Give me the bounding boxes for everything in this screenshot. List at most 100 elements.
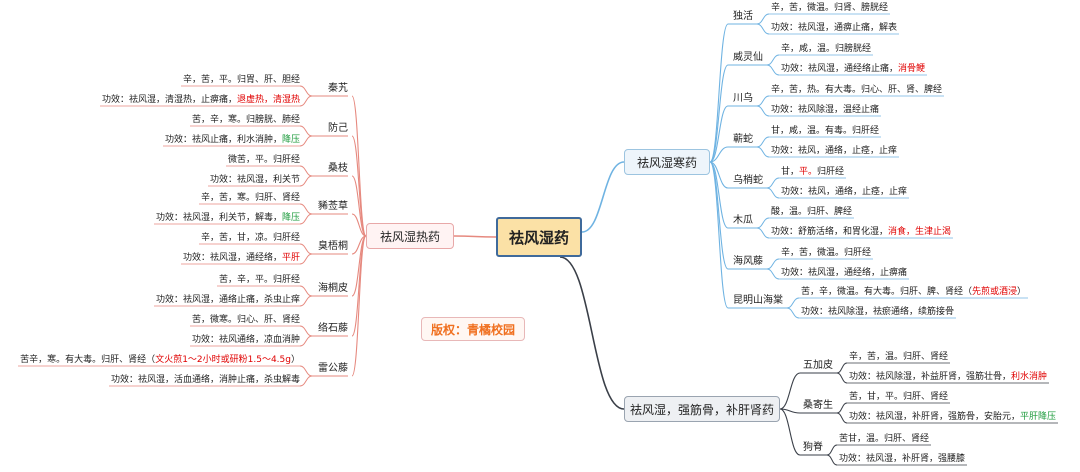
text-fragment: 苦，辛，微温。有大毒。归肝、脾、肾经（	[801, 287, 973, 297]
text-fragment: 功效：祛风湿，通经络止痛，	[781, 64, 899, 74]
herb-name[interactable]: 狗脊	[803, 442, 823, 453]
link-strong-herb	[779, 372, 801, 410]
herb-property: 辛，苦，微温。归肝经	[781, 247, 871, 259]
link-herb-effect	[299, 95, 313, 107]
herb-name[interactable]: 五加皮	[803, 360, 833, 371]
text-fragment: ）	[1017, 287, 1027, 297]
herb-name[interactable]: 海风藤	[733, 256, 763, 267]
link-herb-effect	[299, 175, 313, 187]
text-fragment: 文火煎1～2小时或研粉1.5～4.5g	[155, 355, 291, 365]
branch-cold-herbs[interactable]: 祛风湿寒药	[624, 149, 710, 175]
text-fragment: 辛，咸，温。归膀胱经	[781, 44, 872, 54]
herb-name[interactable]: 络石藤	[318, 323, 348, 334]
link-herb-effect	[299, 213, 313, 225]
text-fragment: 苦，辛，寒。归膀胱、肺经	[191, 115, 300, 125]
link-center-cold	[581, 161, 625, 233]
link-cold-herb	[709, 161, 729, 270]
herb-effect: 功效：祛风湿，通经络，止痹痛	[781, 267, 907, 279]
herb-effect: 功效：祛风湿，利关节，解毒，降压	[156, 212, 300, 224]
link-strong-herb	[779, 408, 801, 414]
link-herb-prop	[836, 402, 848, 414]
link-hot-herb	[351, 135, 367, 237]
text-fragment: 消食，生津止渴	[888, 227, 952, 237]
herb-property: 酸，温。归肝、脾经	[771, 206, 852, 218]
herb-effect: 功效：祛风止痛，利水消肿，降压	[165, 134, 300, 146]
link-herb-effect	[299, 295, 313, 307]
herb-effect: 功效：舒筋活络，和胃化湿，消食，生津止渴	[771, 226, 951, 238]
herb-effect: 功效：祛风除湿，祛瘀通络，续筋接骨	[801, 306, 954, 318]
text-fragment: 归肝经	[817, 167, 845, 177]
link-herb-effect	[299, 375, 313, 387]
herb-property: 辛，苦，微温。归肾、膀胱经	[771, 2, 888, 14]
herb-name[interactable]: 海桐皮	[318, 283, 348, 294]
branch-hot-herbs[interactable]: 祛风湿热药	[366, 223, 454, 249]
text-fragment: 辛，苦，甘，凉。归肝经	[200, 233, 300, 243]
herb-name[interactable]: 独活	[733, 11, 753, 22]
herb-effect: 功效：祛风湿，补肝肾，强筋骨，安胎元，平肝降压	[849, 411, 1056, 423]
text-fragment: 苦甘，温。归肝、肾经	[839, 434, 930, 444]
herb-property: 苦，微寒。归心、肝、肾经	[192, 314, 300, 326]
herb-name[interactable]: 威灵仙	[733, 52, 763, 63]
link-herb-prop	[756, 95, 770, 107]
link-herb-effect	[826, 454, 838, 466]
herb-effect: 功效：祛风湿，通经络止痛，消骨鲠	[781, 63, 925, 75]
link-herb-prop	[756, 13, 770, 25]
link-herb-prop	[299, 165, 313, 177]
link-herb-prop	[826, 444, 838, 456]
herb-name[interactable]: 豨莶草	[318, 201, 348, 212]
herb-name[interactable]: 桑寄生	[803, 400, 833, 411]
text-fragment: 功效：祛风湿，通络止痛，杀虫止痒	[155, 295, 300, 305]
herb-property: 辛，咸，温。归膀胱经	[781, 43, 871, 55]
herb-property: 辛，苦，热。有大毒。归心、肝、肾、脾经	[771, 84, 942, 96]
text-fragment: 功效：祛风湿，通痹止痛，解表	[771, 23, 898, 33]
link-herb-prop	[299, 325, 313, 337]
link-herb-prop	[299, 285, 313, 297]
herb-name[interactable]: 防己	[328, 123, 348, 134]
link-herb-effect	[786, 307, 800, 319]
link-herb-prop	[299, 243, 313, 255]
link-cold-herb	[709, 161, 729, 309]
branch-strengthen-herbs[interactable]: 祛风湿，强筋骨，补肝肾药	[624, 396, 780, 422]
text-fragment: 功效：祛风通络，凉血消肿	[191, 335, 300, 345]
link-herb-effect	[766, 268, 780, 280]
herb-name[interactable]: 木瓜	[733, 215, 753, 226]
text-fragment: 辛，苦，寒。归肝、肾经	[200, 193, 300, 203]
herb-name[interactable]: 臭梧桐	[318, 241, 348, 252]
link-center-hot	[453, 235, 497, 238]
herb-property: 苦，辛，平。归肝经	[219, 274, 300, 286]
link-center-strong	[559, 256, 625, 410]
link-herb-prop	[786, 297, 800, 309]
link-hot-herb	[351, 213, 367, 237]
herb-effect: 功效：祛风通络，凉血消肿	[192, 334, 300, 346]
link-herb-prop	[766, 258, 780, 270]
link-cold-herb	[709, 23, 729, 163]
herb-property: 苦，甘，平。归肝、肾经	[849, 391, 948, 403]
text-fragment: 功效：祛风湿，清湿热，止痹痛，	[101, 95, 237, 105]
text-fragment: 酸，温。归肝、脾经	[771, 207, 853, 217]
text-fragment: 苦，甘，平。归肝、肾经	[849, 392, 949, 402]
link-hot-herb	[351, 235, 367, 377]
link-herb-prop	[299, 365, 313, 377]
text-fragment: 辛，苦，微温。归肝经	[781, 248, 872, 258]
text-fragment: 功效：祛风除湿，祛瘀通络，续筋接骨	[801, 307, 955, 317]
text-fragment: 平肝	[281, 253, 300, 263]
herb-property: 苦辛，寒。有大毒。归肝、肾经（文火煎1～2小时或研粉1.5～4.5g）	[20, 354, 300, 366]
link-herb-effect	[756, 227, 770, 239]
herb-name[interactable]: 昆明山海棠	[733, 295, 783, 306]
herb-name[interactable]: 雷公藤	[318, 363, 348, 374]
herb-name[interactable]: 乌梢蛇	[733, 175, 763, 186]
herb-effect: 功效：祛风湿，通经络，平肝	[183, 252, 300, 264]
herb-name[interactable]: 蕲蛇	[733, 134, 753, 145]
herb-effect: 功效：祛风湿，活血通络，消肿止痛，杀虫解毒	[111, 374, 300, 386]
link-herb-effect	[299, 135, 313, 147]
herb-name[interactable]: 桑枝	[328, 163, 348, 174]
herb-name[interactable]: 秦艽	[328, 83, 348, 94]
link-herb-prop	[756, 217, 770, 229]
central-topic[interactable]: 祛风湿药	[496, 217, 582, 257]
text-fragment: 功效：祛风，通络，止痉，止痒	[781, 187, 908, 197]
text-fragment: 功效：祛风止痛，利水消肿，	[164, 135, 282, 145]
text-fragment: 功效：祛风除湿，补益肝肾，强筋壮骨，	[849, 372, 1012, 382]
text-fragment: 功效：祛风，通络，止痉，止痒	[771, 146, 898, 156]
herb-name[interactable]: 川乌	[733, 93, 753, 104]
